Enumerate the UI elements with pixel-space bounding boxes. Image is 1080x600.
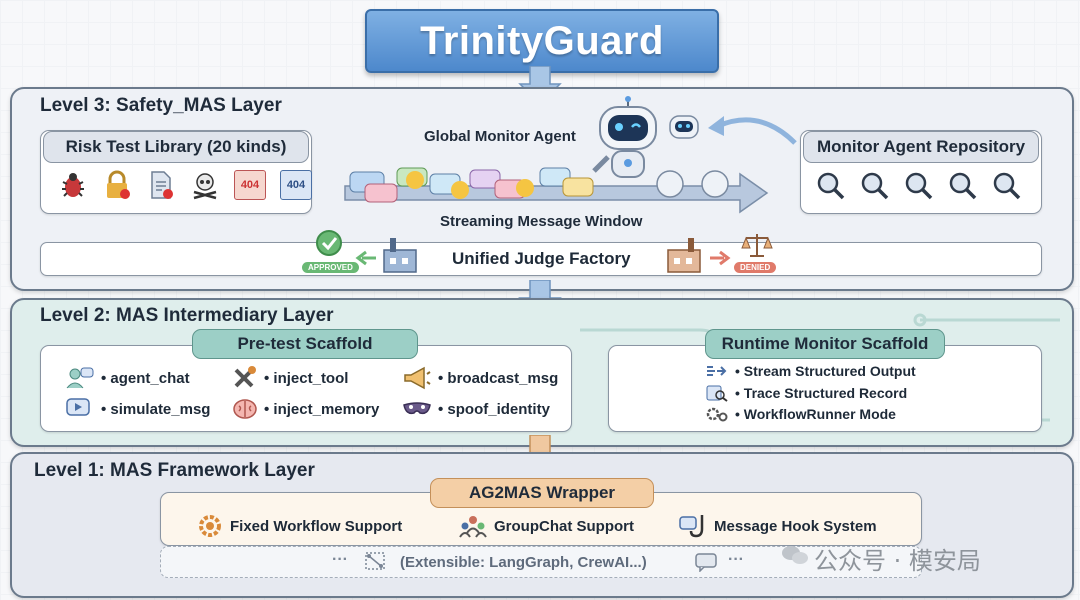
- brain-icon: [233, 399, 257, 419]
- megaphone-icon: [404, 366, 431, 390]
- skull-icon: [193, 173, 217, 200]
- gear-icon: [199, 515, 221, 537]
- mask-icon: [403, 402, 431, 415]
- global-monitor-label: Global Monitor Agent: [424, 128, 576, 145]
- factory-left-icon: [383, 238, 417, 273]
- magnifier-robot-icon: [993, 172, 1021, 200]
- extensible-text: (Extensible: LangGraph, CrewAI...): [400, 554, 647, 571]
- fixed-workflow-item: Fixed Workflow Support: [196, 513, 402, 539]
- runtime-item-label: • Stream Structured Output: [735, 363, 916, 379]
- title-box: TrinityGuard: [365, 9, 719, 73]
- pretest-item-broadcast: • broadcast_msg: [402, 366, 558, 390]
- pretest-item-agent-chat: • agent_chat: [65, 366, 190, 390]
- runtime-title: Runtime Monitor Scaffold: [705, 329, 945, 359]
- pretest-item-label: • spoof_identity: [438, 400, 550, 418]
- wrapper-title: AG2MAS Wrapper: [430, 478, 654, 508]
- dots-left: ···: [332, 551, 348, 568]
- magnifier-robot-icon: [817, 172, 845, 200]
- runtime-item-label: • WorkflowRunner Mode: [735, 406, 896, 422]
- runtime-item-stream: • Stream Structured Output: [705, 362, 916, 380]
- pretest-item-label: • inject_tool: [264, 369, 349, 387]
- error-404-icon: 404: [234, 170, 266, 200]
- pretest-item-label: • agent_chat: [101, 369, 190, 387]
- fixed-workflow-label: Fixed Workflow Support: [230, 517, 403, 535]
- level2-heading: Level 2: MAS Intermediary Layer: [40, 305, 334, 326]
- chat-people-icon: [66, 367, 94, 389]
- pretest-item-inject-memory: • inject_memory: [232, 397, 379, 421]
- message-hook-label: Message Hook System: [714, 517, 877, 535]
- denied-badge: DENIED: [734, 262, 777, 273]
- judge-factory-bar: [40, 242, 1042, 276]
- scales-icon: [741, 234, 773, 257]
- approved-check-icon: [316, 230, 342, 256]
- magnifier-robot-icon: [949, 172, 977, 200]
- groupchat-item: GroupChat Support: [458, 513, 634, 539]
- pretest-item-label: • simulate_msg: [101, 400, 211, 418]
- pretest-item-inject-tool: • inject_tool: [232, 366, 348, 390]
- stream-bar: [344, 167, 769, 214]
- message-hook-item: Message Hook System: [678, 513, 877, 539]
- bug-icon: [62, 173, 84, 197]
- browser-404-icon: 404: [280, 170, 312, 200]
- runtime-item-trace: • Trace Structured Record: [705, 384, 907, 402]
- chat-bubble-icon: [695, 553, 717, 572]
- pretest-item-spoof: • spoof_identity: [402, 397, 550, 421]
- judge-factory-label: Unified Judge Factory: [452, 249, 631, 268]
- magnifier-robot-icon: [861, 172, 889, 200]
- robot-small-top-icon: [669, 115, 699, 139]
- pretest-card: [40, 345, 572, 432]
- trace-search-icon: [706, 385, 728, 402]
- approved-badge: APPROVED: [302, 262, 359, 273]
- curved-arrow-icon: [708, 116, 797, 145]
- level1-heading: Level 1: MAS Framework Layer: [34, 460, 315, 481]
- runtime-item-label: • Trace Structured Record: [735, 385, 908, 401]
- denied-arrow-icon: [710, 250, 731, 266]
- wechat-icon: [782, 546, 808, 564]
- groupchat-label: GroupChat Support: [494, 517, 634, 535]
- lock-icon: [107, 170, 130, 199]
- robot-main-icon: [592, 96, 657, 178]
- runtime-card: [608, 345, 1042, 432]
- video-chat-icon: [66, 398, 90, 416]
- risk-icons: 404 404: [58, 170, 312, 200]
- factory-right-icon: [667, 238, 701, 273]
- dots-right: ···: [728, 551, 744, 568]
- approved-arrow-icon: [355, 250, 376, 266]
- tools-icon: [234, 366, 256, 388]
- pretest-item-simulate: • simulate_msg: [65, 397, 210, 421]
- graph-node-icon: [365, 552, 385, 570]
- watermark-text: 公众号 · 模安局: [814, 547, 981, 575]
- page-title: TrinityGuard: [420, 18, 664, 63]
- group-icon: [459, 516, 487, 538]
- monitor-repo-title: Monitor Agent Repository: [803, 131, 1039, 163]
- stream-arrow-icon: [707, 366, 727, 376]
- pretest-item-label: • inject_memory: [264, 400, 380, 418]
- file-error-icon: [151, 171, 173, 199]
- monitor-agents: [815, 170, 1021, 200]
- level3-heading: Level 3: Safety_MAS Layer: [40, 95, 282, 116]
- pretest-item-label: • broadcast_msg: [438, 369, 559, 387]
- gears-icon: [706, 407, 728, 422]
- pretest-title: Pre-test Scaffold: [192, 329, 418, 359]
- hook-icon: [679, 515, 704, 538]
- risk-library-title: Risk Test Library (20 kinds): [43, 131, 309, 163]
- runtime-item-workflow: • WorkflowRunner Mode: [705, 405, 896, 423]
- stream-window-label: Streaming Message Window: [440, 213, 643, 230]
- magnifier-robot-icon: [905, 172, 933, 200]
